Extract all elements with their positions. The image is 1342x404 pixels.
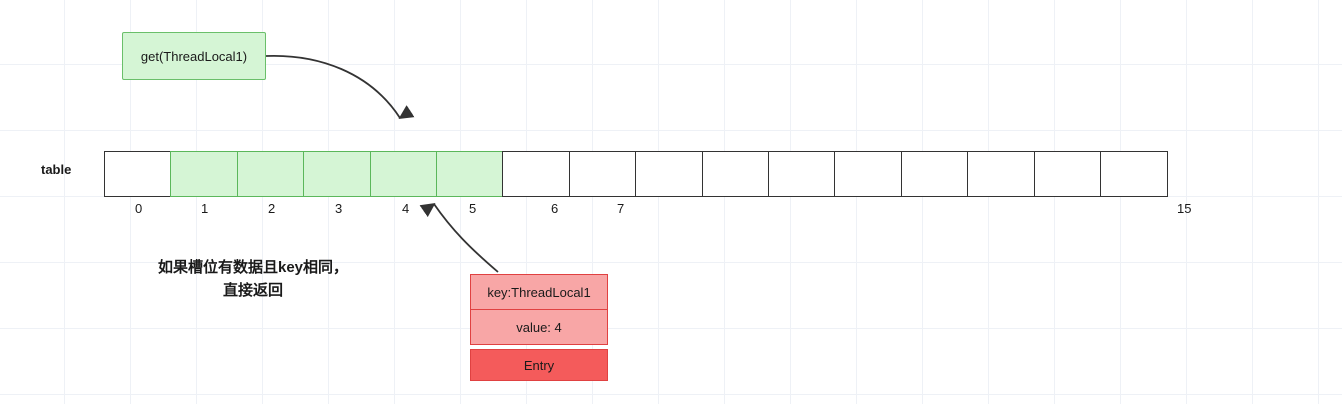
table-slot-strip: [104, 151, 1169, 197]
table-slot-13: [967, 151, 1036, 197]
annotation-note: 如果槽位有数据且key相同， 直接返回: [118, 256, 388, 302]
slot-index-7: 7: [617, 201, 625, 216]
table-slot-9: [701, 151, 770, 197]
arrow-call-to-slot: [265, 54, 415, 119]
table-slot-15: [1100, 151, 1169, 197]
arrow-entry-to-slot: [419, 202, 499, 273]
table-slot-12: [900, 151, 969, 197]
table-slot-6: [502, 151, 571, 197]
slot-index-6: 6: [551, 201, 559, 216]
table-slot-3: [303, 151, 372, 197]
annotation-line-1: 如果槽位有数据且key相同，: [157, 259, 349, 276]
entry-value-box: value: 4: [470, 309, 608, 345]
slot-index-4: 4: [402, 201, 410, 216]
slot-index-5: 5: [469, 201, 477, 216]
slot-index-0: 0: [135, 201, 143, 216]
table-slot-4: [369, 151, 438, 197]
entry-value-label: value: 4: [516, 319, 562, 335]
entry-title-box: Entry: [470, 349, 608, 381]
table-slot-8: [635, 151, 704, 197]
table-slot-2: [236, 151, 305, 197]
entry-key-box: key:ThreadLocal1: [470, 274, 608, 310]
get-call-label: get(ThreadLocal1): [140, 48, 248, 64]
table-slot-1: [170, 151, 239, 197]
slot-index-3: 3: [335, 201, 343, 216]
entry-title-label: Entry: [523, 357, 555, 373]
slot-index-15: 15: [1177, 201, 1192, 216]
table-slot-5: [436, 151, 505, 197]
table-slot-0: [104, 151, 172, 197]
slot-index-1: 1: [201, 201, 209, 216]
table-slot-10: [768, 151, 837, 197]
table-slot-11: [834, 151, 903, 197]
annotation-line-2: 直接返回: [222, 282, 283, 299]
get-call-box: get(ThreadLocal1): [122, 32, 266, 80]
entry-key-label: key:ThreadLocal1: [487, 284, 591, 300]
table-slot-7: [568, 151, 637, 197]
table-slot-14: [1033, 151, 1102, 197]
table-label: table: [41, 162, 72, 177]
slot-index-2: 2: [268, 201, 276, 216]
